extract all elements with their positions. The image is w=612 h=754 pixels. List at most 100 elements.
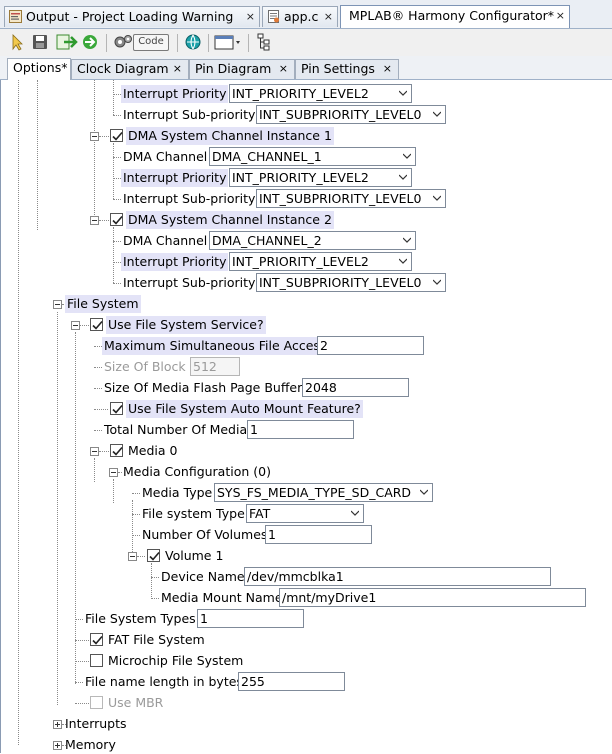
close-icon[interactable]: × bbox=[382, 62, 392, 75]
collapse-toggle[interactable] bbox=[90, 216, 99, 225]
import-icon[interactable] bbox=[56, 33, 78, 51]
dma-instance-1-label: DMA System Channel Instance 1 bbox=[126, 127, 334, 145]
interrupt-subpriority-select[interactable]: INT_SUBPRIORITY_LEVEL0 bbox=[256, 273, 446, 292]
export-icon[interactable] bbox=[80, 33, 100, 51]
tab-label: Options* bbox=[13, 60, 68, 75]
interrupt-priority-select[interactable]: INT_PRIORITY_LEVEL2 bbox=[229, 252, 412, 271]
collapse-toggle[interactable] bbox=[71, 321, 80, 330]
media-type-select[interactable]: SYS_FS_MEDIA_TYPE_SD_CARD bbox=[214, 483, 433, 502]
flash-page-buffer-input[interactable]: 2048 bbox=[302, 378, 409, 397]
expand-toggle[interactable] bbox=[53, 741, 62, 750]
settings-globe-icon[interactable] bbox=[184, 33, 202, 51]
tab-options[interactable]: Options* bbox=[7, 58, 71, 80]
file-system-type-select[interactable]: FAT bbox=[246, 504, 364, 523]
output-window-icon bbox=[9, 10, 22, 23]
dma-channel-select[interactable]: DMA_CHANNEL_1 bbox=[209, 147, 416, 166]
interrupt-subpriority-select[interactable]: INT_SUBPRIORITY_LEVEL0 bbox=[256, 189, 446, 208]
tab-pin-settings[interactable]: Pin Settings × bbox=[295, 59, 399, 79]
max-simultaneous-file-access-input[interactable]: 2 bbox=[317, 336, 424, 355]
chevron-down-icon bbox=[351, 510, 359, 516]
volume-1-checkbox[interactable] bbox=[147, 549, 160, 562]
window-layout-icon[interactable] bbox=[214, 33, 242, 51]
document-tab-bar: Output - Project Loading Warning × app.c… bbox=[0, 0, 612, 29]
tab-harmony-configurator[interactable]: MPLAB® Harmony Configurator* × bbox=[340, 5, 570, 28]
use-mbr-checkbox bbox=[90, 696, 103, 709]
tree-line bbox=[113, 157, 121, 158]
file-name-length-input[interactable]: 255 bbox=[238, 672, 345, 691]
device-name-input[interactable]: /dev/mmcblka1 bbox=[244, 567, 551, 586]
interrupt-subpriority-label: Interrupt Sub-priority bbox=[123, 107, 256, 122]
auto-mount-checkbox[interactable] bbox=[110, 402, 123, 415]
tree-line bbox=[37, 80, 38, 230]
collapse-toggle[interactable] bbox=[90, 132, 99, 141]
dma-channel-select[interactable]: DMA_CHANNEL_2 bbox=[209, 231, 416, 250]
close-icon[interactable]: × bbox=[245, 10, 255, 23]
fat-file-system-checkbox[interactable] bbox=[90, 633, 103, 646]
checkmark-icon bbox=[112, 446, 123, 456]
close-icon[interactable]: × bbox=[555, 9, 565, 22]
tab-app-c[interactable]: app.c × bbox=[262, 6, 338, 27]
number-of-volumes-label: Number Of Volumes bbox=[142, 527, 268, 542]
tab-label: MPLAB® Harmony Configurator* bbox=[349, 8, 555, 23]
chevron-down-icon bbox=[403, 153, 411, 159]
total-number-of-media-input[interactable]: 1 bbox=[247, 420, 354, 439]
chevron-down-icon bbox=[433, 195, 441, 201]
tree-line bbox=[113, 227, 114, 283]
tab-output[interactable]: Output - Project Loading Warning × bbox=[4, 6, 260, 27]
interrupt-subpriority-select[interactable]: INT_SUBPRIORITY_LEVEL0 bbox=[256, 105, 446, 124]
collapse-toggle[interactable] bbox=[109, 468, 118, 477]
tree-line bbox=[151, 563, 152, 599]
tree-line bbox=[113, 479, 114, 503]
collapse-toggle[interactable] bbox=[128, 552, 137, 561]
media-mount-name-input[interactable]: /mnt/myDrive1 bbox=[279, 588, 586, 607]
media-0-label: Media 0 bbox=[128, 443, 178, 458]
chevron-down-icon bbox=[420, 489, 428, 495]
tab-clock-diagram[interactable]: Clock Diagram × bbox=[71, 59, 189, 79]
interrupt-priority-select[interactable]: INT_PRIORITY_LEVEL2 bbox=[229, 168, 412, 187]
pointer-icon[interactable] bbox=[10, 33, 24, 51]
media-configuration-label: Media Configuration (0) bbox=[123, 464, 271, 479]
tree-line bbox=[132, 493, 140, 494]
checkmark-icon bbox=[149, 551, 160, 561]
tree-line bbox=[62, 304, 66, 305]
dma-instance-1-checkbox[interactable] bbox=[110, 129, 123, 142]
collapse-toggle[interactable] bbox=[53, 300, 62, 309]
chevron-down-icon bbox=[399, 90, 407, 96]
media-0-checkbox[interactable] bbox=[110, 444, 123, 457]
use-file-system-service-checkbox[interactable] bbox=[90, 318, 103, 331]
file-system-types-input[interactable]: 1 bbox=[197, 609, 304, 628]
tree-line bbox=[80, 325, 89, 326]
interrupt-subpriority-label: Interrupt Sub-priority bbox=[123, 275, 256, 290]
memory-label: Memory bbox=[65, 737, 116, 752]
tree-structure-icon[interactable] bbox=[256, 33, 272, 51]
tab-pin-diagram[interactable]: Pin Diagram × bbox=[189, 59, 295, 79]
select-value: INT_PRIORITY_LEVEL2 bbox=[232, 254, 369, 269]
microchip-file-system-label: Microchip File System bbox=[108, 653, 244, 668]
use-file-system-service-label: Use File System Service? bbox=[106, 316, 266, 334]
tree-line bbox=[94, 346, 102, 347]
close-icon[interactable]: × bbox=[278, 62, 288, 75]
number-of-volumes-input[interactable]: 1 bbox=[265, 525, 372, 544]
select-value: INT_SUBPRIORITY_LEVEL0 bbox=[259, 191, 422, 206]
toolbar-separator bbox=[106, 34, 107, 52]
interrupt-priority-select[interactable]: INT_PRIORITY_LEVEL2 bbox=[229, 84, 412, 103]
tree-line bbox=[75, 661, 89, 662]
close-icon[interactable]: × bbox=[323, 10, 333, 23]
close-icon[interactable]: × bbox=[172, 62, 182, 75]
checkmark-icon bbox=[112, 131, 123, 141]
interrupt-subpriority-label: Interrupt Sub-priority bbox=[123, 191, 256, 206]
file-name-length-label: File name length in bytes bbox=[85, 674, 243, 689]
collapse-toggle[interactable] bbox=[90, 447, 99, 456]
file-system-type-label: File system Type bbox=[142, 506, 245, 521]
tree-line bbox=[118, 472, 122, 473]
c-file-icon bbox=[268, 10, 279, 23]
tree-line bbox=[151, 577, 159, 578]
tree-line bbox=[113, 115, 121, 116]
gears-icon bbox=[114, 35, 132, 48]
dma-instance-2-checkbox[interactable] bbox=[110, 213, 123, 226]
flash-page-buffer-label: Size Of Media Flash Page Buffer bbox=[104, 380, 303, 395]
generate-code-button[interactable]: Code bbox=[113, 33, 169, 51]
save-icon[interactable] bbox=[32, 33, 48, 51]
expand-toggle[interactable] bbox=[53, 720, 62, 729]
microchip-file-system-checkbox[interactable] bbox=[90, 654, 103, 667]
